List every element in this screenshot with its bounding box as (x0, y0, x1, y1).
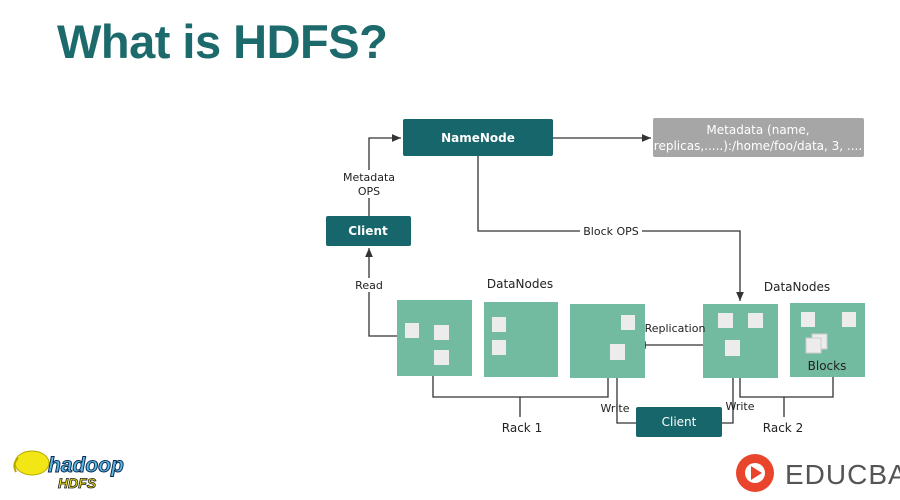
rack1-label: Rack 1 (502, 421, 542, 435)
datanode-2 (484, 302, 558, 377)
client-bottom-box: Client (636, 407, 722, 437)
metadata-ops-line1: Metadata (343, 171, 395, 184)
write-right-label: Write (725, 400, 754, 413)
datanode-5: Blocks (790, 303, 865, 377)
datanode-4 (703, 304, 778, 378)
rack2-bracket (739, 377, 834, 417)
educba-logo: EDUCBA (736, 454, 900, 492)
block-ops-label: Block OPS (583, 225, 639, 238)
blocks-icon (805, 337, 822, 354)
datanodes-left-label: DataNodes (487, 277, 553, 291)
metadata-box: Metadata (name, replicas,.....):/home/fo… (653, 118, 864, 157)
elephant-icon (14, 450, 50, 476)
blocks-label: Blocks (808, 359, 847, 373)
svg-text:hadoop: hadoop (48, 454, 124, 477)
read-label: Read (355, 279, 383, 292)
datanodes-right-label: DataNodes (764, 280, 830, 294)
block-ops-arrow (477, 156, 740, 301)
client-top-box: Client (326, 216, 411, 246)
write-left-label: Write (600, 402, 629, 415)
replication-label: Replication (645, 322, 706, 335)
metadata-ops-line2: OPS (358, 185, 380, 198)
metadata-line1: Metadata (name, (706, 123, 809, 137)
write-left-arrow (613, 365, 636, 424)
svg-text:HDFS: HDFS (58, 475, 97, 491)
rack2-label: Rack 2 (763, 421, 803, 435)
page-title: What is HDFS? (57, 15, 388, 68)
svg-text:EDUCBA: EDUCBA (785, 459, 900, 490)
rack1-bracket (432, 376, 609, 417)
hadoop-hdfs-logo: hadoop HDFS (13, 450, 124, 491)
read-arrow (365, 248, 397, 337)
datanode-1 (397, 300, 472, 376)
client-top-label: Client (348, 224, 388, 238)
namenode-label: NameNode (441, 131, 515, 145)
datanode-3 (570, 304, 645, 378)
namenode-box: NameNode (403, 119, 553, 156)
write-right-arrow (722, 358, 737, 424)
client-bottom-label: Client (662, 415, 697, 429)
metadata-line2: replicas,.....):/home/foo/data, 3, .... (654, 139, 862, 153)
